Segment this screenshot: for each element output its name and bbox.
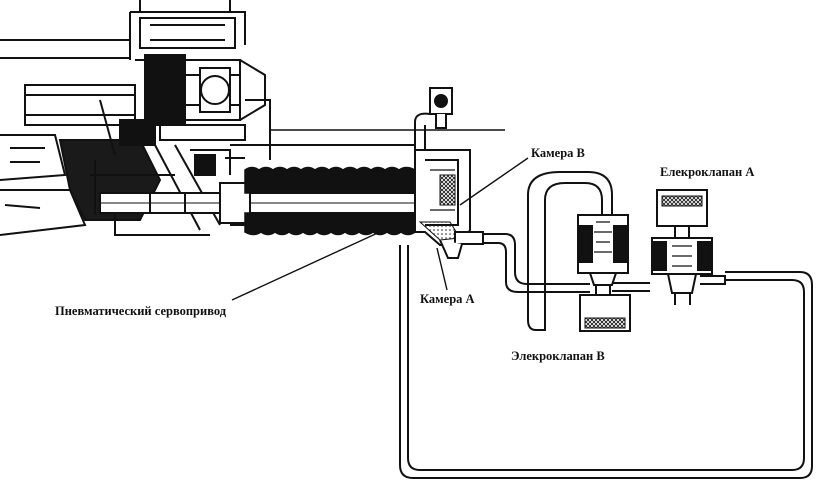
- label-chamber-a: Камера А: [420, 292, 475, 306]
- leader-lines: [231, 157, 529, 301]
- label-chamber-b: Камера В: [531, 146, 585, 160]
- servo-rod-assembly: [99, 129, 505, 226]
- label-solenoid-b: Элекроклапан В: [511, 349, 605, 363]
- label-pneumatic-servo: Пневматический сервопривод: [55, 304, 227, 318]
- label-solenoid-a: Елекроклапан А: [660, 165, 755, 179]
- solenoid-valve-b: [577, 214, 631, 332]
- solenoid-valve-a: [651, 189, 726, 294]
- air-pipes: [399, 171, 813, 479]
- servo-cylinder: [414, 87, 484, 259]
- rubber-bellows: [244, 166, 416, 236]
